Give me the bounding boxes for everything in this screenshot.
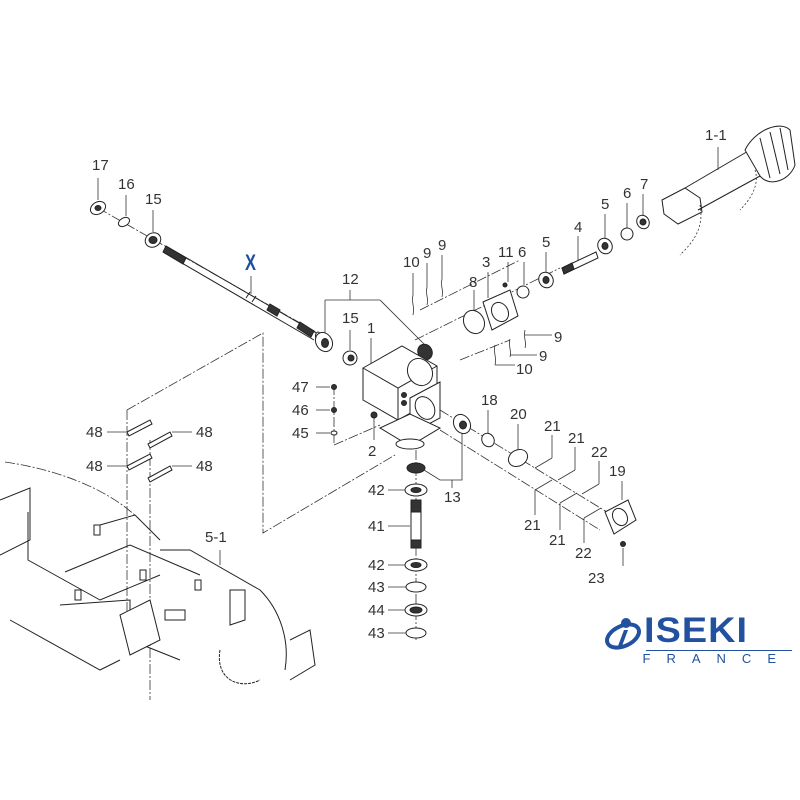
o-ring-8 — [462, 309, 486, 335]
part-label-15a: 15 — [145, 191, 162, 208]
bevel-gear-13 — [406, 462, 426, 474]
part-label-11: 11 — [498, 244, 514, 261]
circlip-43b — [405, 627, 427, 639]
part-label-6a: 6 — [518, 244, 527, 261]
logo-brand: ISEKI — [644, 611, 749, 650]
part-label-21a: 21 — [544, 418, 561, 435]
bolt-23 — [620, 541, 626, 547]
iseki-emblem-icon — [605, 618, 641, 650]
circlip-16 — [117, 216, 131, 228]
part-label-44: 44 — [368, 602, 385, 619]
input-assembly — [412, 194, 650, 366]
part-label-1: 1 — [367, 320, 376, 337]
part-label-19: 19 — [609, 463, 626, 480]
bolt-2 — [370, 411, 378, 419]
part-label-5b: 5 — [601, 196, 610, 213]
bearing-18 — [481, 432, 495, 448]
grease-nipple-11 — [502, 282, 508, 288]
part-label-20: 20 — [510, 406, 527, 423]
shaft-x — [162, 245, 321, 341]
shims-21-22 — [534, 435, 602, 543]
part-label-1-1: 1-1 — [705, 127, 727, 144]
part-label-9d: 9 — [539, 348, 548, 365]
shims-9-10 — [412, 255, 552, 366]
part-label-21d: 21 — [549, 532, 566, 549]
part-label-4: 4 — [574, 219, 583, 236]
logo-divider — [646, 650, 792, 651]
part-label-10a: 10 — [403, 254, 420, 271]
part-label-21b: 21 — [568, 430, 585, 447]
part-label-43a: 43 — [368, 579, 385, 596]
part-label-22a: 22 — [591, 444, 608, 461]
part-label-5a: 5 — [542, 234, 551, 251]
part-label-9b: 9 — [438, 237, 447, 254]
part-label-15b: 15 — [342, 310, 359, 327]
part-label-7: 7 — [640, 176, 649, 193]
part-label-48b: 48 — [196, 424, 213, 441]
part-label-3: 3 — [482, 254, 491, 271]
circlip-6a — [516, 285, 530, 299]
bevel-gear-set-12 — [314, 290, 433, 366]
side-cover-assembly — [439, 409, 637, 566]
part-label-41: 41 — [368, 518, 385, 535]
assembly-frame — [126, 332, 396, 700]
part-label-45: 45 — [292, 425, 309, 442]
o-ring-20 — [507, 448, 529, 468]
shaft-assembly — [89, 178, 331, 341]
part-label-48c: 48 — [86, 458, 103, 475]
part-label-42a: 42 — [368, 482, 385, 499]
part-label-42b: 42 — [368, 557, 385, 574]
output-shaft-assembly — [388, 425, 463, 640]
logo-subtitle: FRANCE — [642, 651, 792, 666]
part-label-46: 46 — [292, 402, 309, 419]
mower-deck-5-1 — [0, 419, 316, 685]
part-label-17: 17 — [92, 157, 109, 174]
part-label-9a: 9 — [423, 245, 432, 262]
part-label-9c: 9 — [554, 329, 563, 346]
highlight-x-marker: X — [245, 250, 257, 275]
part-label-2: 2 — [368, 443, 377, 460]
gearbox-housing-1 — [362, 338, 442, 450]
iseki-france-logo: ISEKI FRANCE — [604, 612, 794, 668]
circlip-43a — [405, 581, 427, 593]
part-label-21c: 21 — [524, 517, 541, 534]
part-label-16: 16 — [118, 176, 135, 193]
fasteners-45-47 — [316, 384, 381, 446]
part-label-43b: 43 — [368, 625, 385, 642]
part-label-13: 13 — [444, 489, 461, 506]
part-label-12: 12 — [342, 271, 359, 288]
part-label-48a: 48 — [86, 424, 103, 441]
part-label-47: 47 — [292, 379, 309, 396]
pins-48 — [107, 419, 192, 483]
pto-shaft-1-1 — [661, 125, 796, 256]
part-label-10b: 10 — [516, 361, 533, 378]
circlip-6b — [620, 227, 634, 241]
part-label-48d: 48 — [196, 458, 213, 475]
part-label-5-1: 5-1 — [205, 529, 227, 546]
part-label-22b: 22 — [575, 545, 592, 562]
part-label-23: 23 — [588, 570, 605, 587]
part-label-18: 18 — [481, 392, 498, 409]
part-label-6b: 6 — [623, 185, 632, 202]
part-label-8: 8 — [469, 274, 478, 291]
